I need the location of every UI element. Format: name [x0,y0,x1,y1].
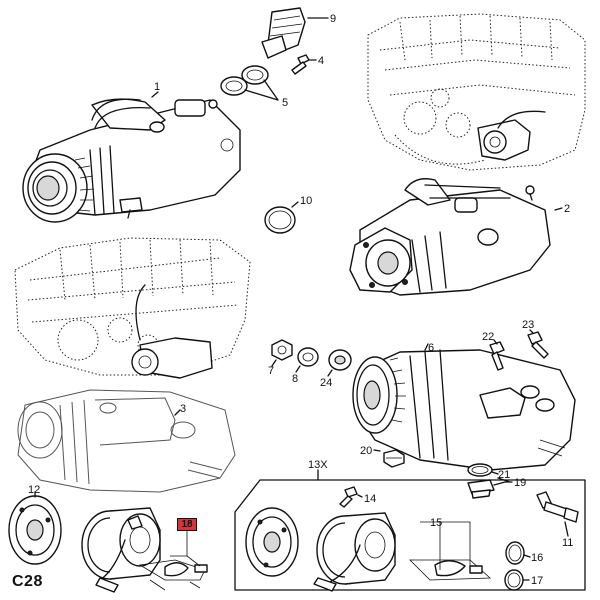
part-5-seal-rings: 5 [220,65,288,109]
label-7: 7 [268,365,274,377]
part-13x-kit-box: 13X 14 15 [234,459,586,592]
label-24: 24 [320,377,332,389]
engine-middle-left [14,237,251,379]
part-17-ring: 17 [504,569,543,591]
label-12: 12 [28,484,40,496]
label-5: 5 [282,97,288,109]
part-11-pressure-switch: 11 [536,491,579,549]
label-3: 3 [180,403,186,415]
part-16-ring: 16 [505,541,543,565]
label-21: 21 [498,469,510,481]
part-22-bolt: 22 [482,331,505,371]
label-19: 19 [514,477,526,489]
part-4-bolt: 4 [291,54,324,75]
part-3-compressor: 3 [17,389,236,493]
part-14-bolt: 14 [339,486,376,508]
label-9: 9 [330,13,336,25]
part-6-compressor: 6 [352,342,576,471]
part-2-compressor: 2 [349,178,570,296]
label-1: 1 [154,81,160,93]
label-2: 2 [564,203,570,215]
label-10: 10 [300,195,312,207]
label-20: 20 [360,445,372,457]
label-16: 16 [531,552,543,564]
part-1-compressor: 1 [22,81,241,223]
label-15: 15 [430,517,442,529]
engine-top-right [367,13,586,171]
label-8: 8 [292,373,298,385]
label-13x: 13X [308,459,328,471]
label-11: 11 [562,537,573,549]
label-23: 23 [522,319,534,331]
part-20-plug: 20 [360,445,405,468]
part-7-nut: 7 [268,339,293,377]
part-24-seal: 24 [320,349,352,389]
part-10-oring: 10 [264,195,312,234]
part-8-washer: 8 [292,347,319,385]
part-23-bolt: 23 [522,319,549,359]
part-12-clutch-plate: 12 [8,484,62,565]
part-9-control-valve: 9 [261,7,336,59]
label-6: 6 [428,342,434,354]
label-17: 17 [531,575,543,587]
label-22: 22 [482,331,494,343]
label-4: 4 [318,55,324,67]
part-15-clutch-assembly: 15 [313,512,492,592]
part-18-clutch-kit [81,507,208,593]
part-21-oring: 21 [467,463,510,481]
label-14: 14 [364,493,376,505]
highlighted-part-label[interactable]: 18 [177,518,197,531]
page-code-label: C28 [12,573,43,590]
